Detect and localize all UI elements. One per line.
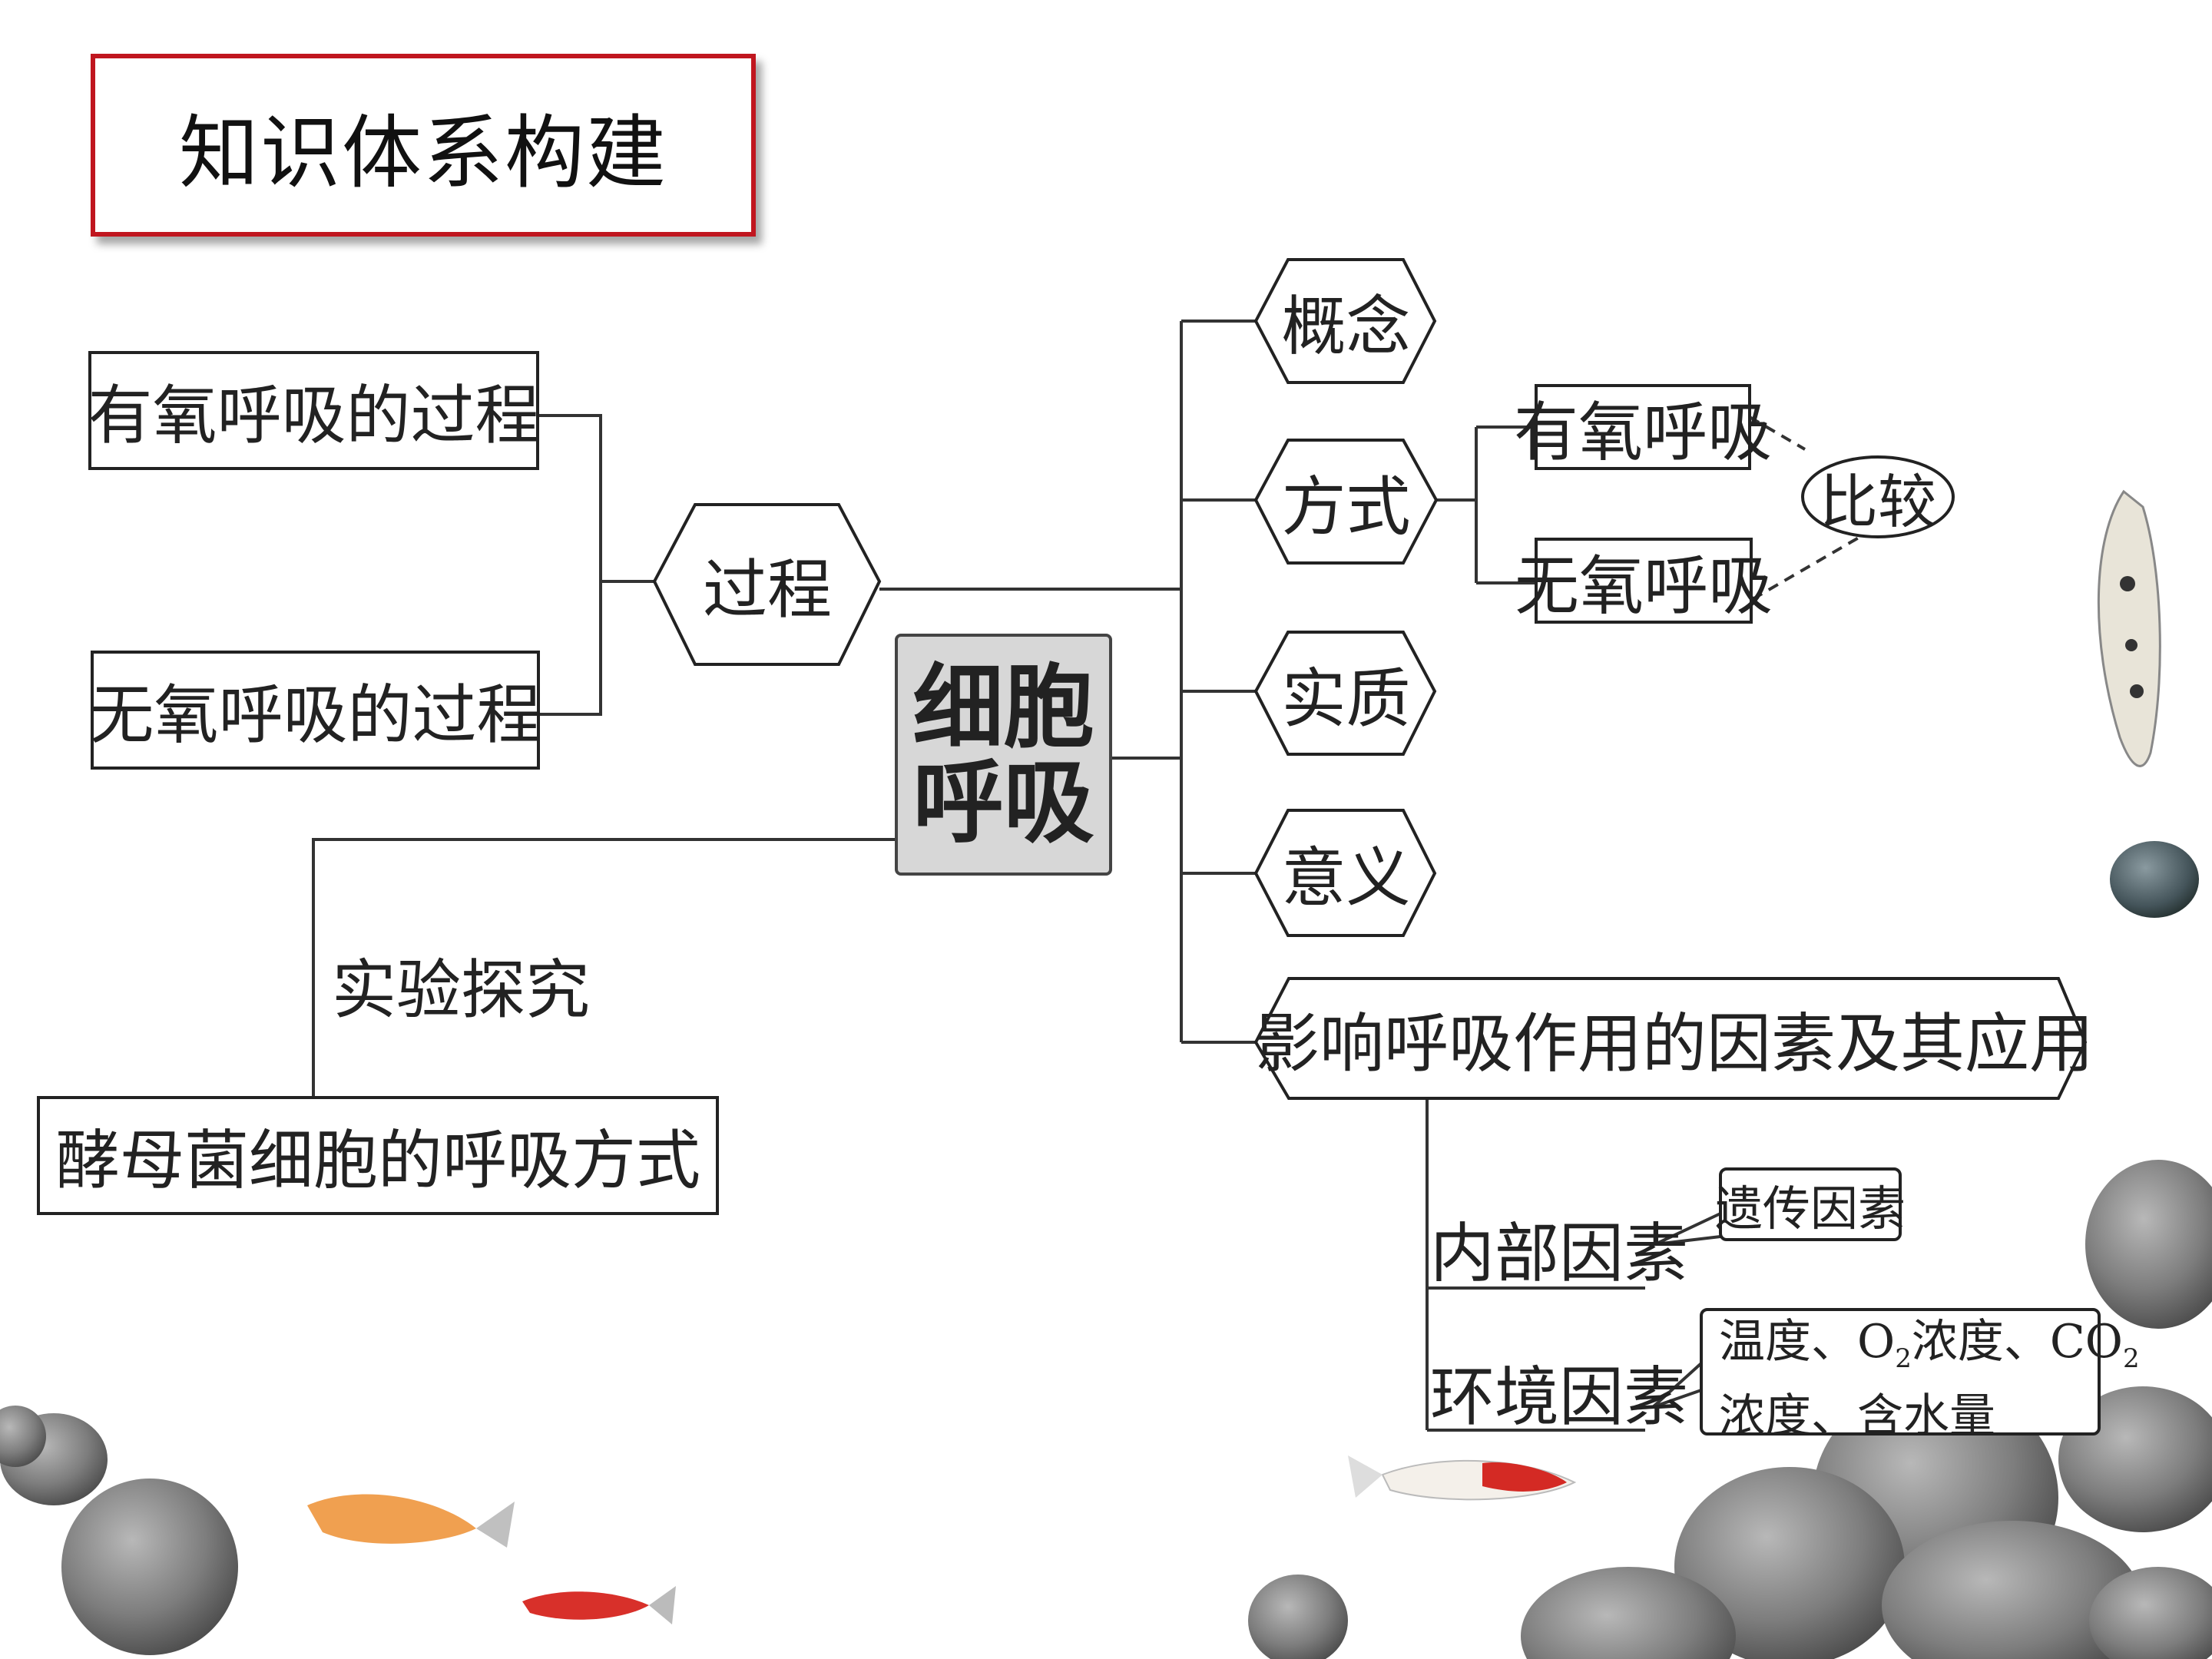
center-node: 细胞呼吸 <box>895 634 1112 876</box>
factors-label: 影响呼吸作用的因素及其应用 <box>1255 1005 2094 1081</box>
environment-line-2: 浓度、含水量 <box>1719 1389 1995 1443</box>
center-label: 细胞呼吸 <box>912 654 1094 856</box>
anaerobic-process-label: 无氧呼吸的过程 <box>89 677 541 753</box>
genetic-callout: 遗传因素 <box>1715 1169 1906 1240</box>
yeast-label: 酵母菌细胞的呼吸方式 <box>55 1123 700 1198</box>
factors-node: 影响呼吸作用的因素及其应用 <box>1255 979 2094 1098</box>
genetic-callout-box <box>1719 1167 1902 1241</box>
fish-red-small <box>522 1586 676 1624</box>
co2-subscript: 2 <box>2122 1343 2140 1374</box>
fish-red-white <box>1348 1455 1577 1501</box>
essence-label: 实质 <box>1281 661 1411 737</box>
significance-node: 意义 <box>1263 810 1429 935</box>
fish-vertical <box>2097 489 2161 767</box>
dark-stone <box>2110 841 2199 918</box>
experiment-label-wrap: 实验探究 <box>332 939 590 1031</box>
aerobic-box: 有氧呼吸 <box>1514 384 1772 470</box>
essence-node: 实质 <box>1263 632 1429 755</box>
mode-label: 方式 <box>1281 469 1411 545</box>
stone-cluster-bottom-left <box>0 1406 238 1655</box>
anaerobic-box: 无氧呼吸 <box>1515 538 1773 624</box>
anaerobic-label: 无氧呼吸 <box>1515 548 1773 624</box>
o2-subscript: 2 <box>1895 1343 1912 1374</box>
concept-node: 概念 <box>1263 260 1429 382</box>
internal-factor-label: 内部因素 <box>1430 1216 1689 1291</box>
mode-node: 方式 <box>1263 440 1429 563</box>
experiment-label: 实验探究 <box>332 952 591 1028</box>
env-line1-part-a: 温度、O <box>1719 1315 1896 1369</box>
fish-orange <box>307 1494 515 1548</box>
internal-factor-wrap: 内部因素 <box>1430 1202 1688 1295</box>
hex-concept-shape <box>1253 258 1437 384</box>
anaerobic-process-box: 无氧呼吸的过程 <box>89 651 541 770</box>
compare-label: 比较 <box>1820 468 1936 536</box>
significance-label: 意义 <box>1281 840 1411 916</box>
environment-callout: 温度、O2浓度、CO2 浓度、含水量 <box>1719 1312 2140 1444</box>
environment-callout-box <box>1700 1308 2101 1435</box>
hex-essence-shape <box>1253 631 1437 756</box>
hex-mode-shape <box>1253 439 1439 565</box>
aerobic-process-label: 有氧呼吸的过程 <box>88 378 540 453</box>
process-label: 过程 <box>702 551 832 628</box>
aerobic-process-box: 有氧呼吸的过程 <box>88 351 540 470</box>
genetic-label: 遗传因素 <box>1715 1181 1906 1237</box>
yeast-box: 酵母菌细胞的呼吸方式 <box>37 1096 719 1215</box>
aerobic-label: 有氧呼吸 <box>1514 394 1773 470</box>
environment-factor-wrap: 环境因素 <box>1430 1346 1688 1439</box>
concept-label: 概念 <box>1281 288 1411 364</box>
environment-line-1: 温度、O2浓度、CO2 <box>1719 1312 2140 1389</box>
compare-node: 比较 <box>1803 457 1953 537</box>
title-box: 知识体系构建 <box>91 54 756 237</box>
hex-significance-shape <box>1253 809 1437 937</box>
page-title: 知识体系构建 <box>178 105 667 200</box>
hex-factors-shape <box>1253 977 2088 1100</box>
hex-process-shape <box>652 503 882 666</box>
env-line1-part-b: 浓度、CO <box>1911 1315 2123 1369</box>
process-node: 过程 <box>668 505 866 664</box>
environment-factor-label: 环境因素 <box>1430 1359 1689 1435</box>
compare-oval <box>1801 455 1955 538</box>
